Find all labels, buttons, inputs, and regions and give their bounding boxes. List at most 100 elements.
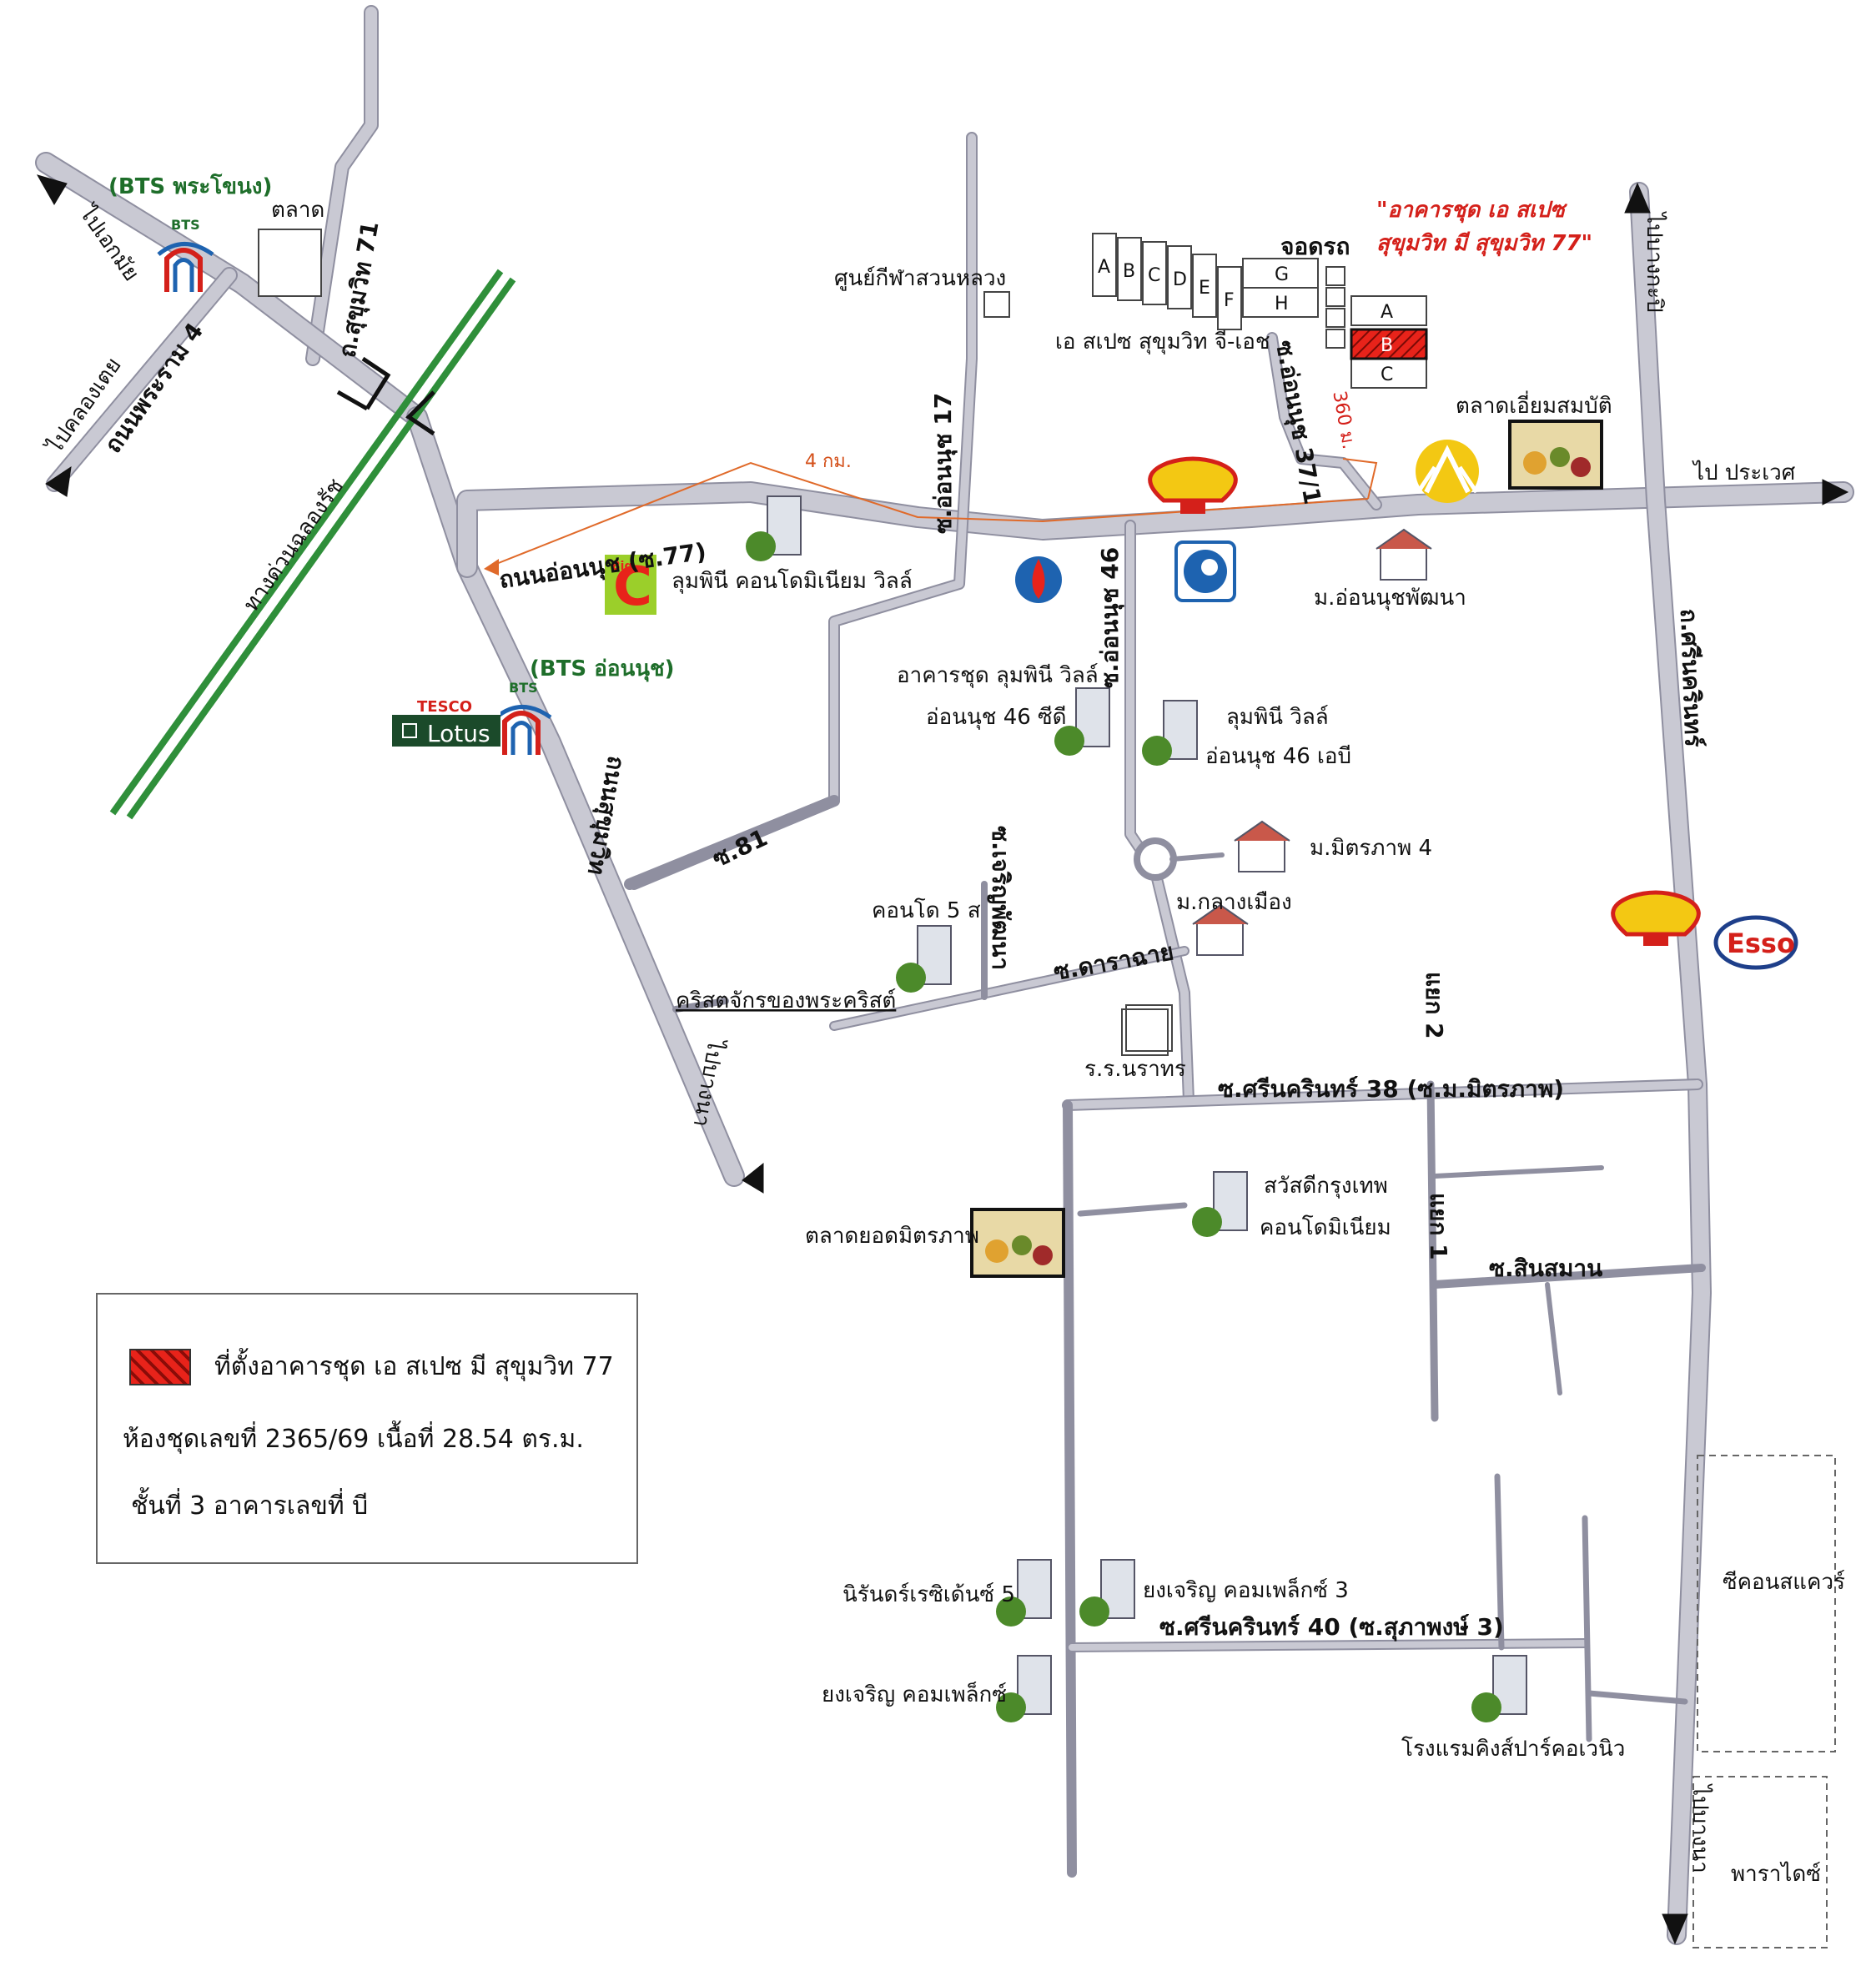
- lumpini-46cd-label-2: อ่อนนุช 46 ซีดี: [926, 705, 1067, 730]
- house-icon-klangmuang: [1192, 903, 1249, 956]
- bts-phrakhanong-label: (BTS พระโขนง): [108, 173, 272, 199]
- lumpini-46ab-label-1: ลุมพินี วิลล์: [1226, 705, 1329, 730]
- svg-text:C: C: [1148, 265, 1160, 286]
- market-box: [258, 229, 322, 297]
- bridge-marks: [336, 356, 435, 436]
- shell-logo-south: [1611, 890, 1701, 946]
- sports-center-label: ศูนย์กีฬาสวนหลวง: [834, 266, 1006, 291]
- condo-icon-kingspark: [1471, 1655, 1527, 1722]
- condo-icon-46ab: [1142, 700, 1198, 766]
- ptt-logo: [1015, 556, 1062, 603]
- mittraphap4-label: ม.มิตรภาพ 4: [1310, 836, 1432, 861]
- krungsri-logo: [1416, 440, 1479, 503]
- road-sukhumvit71-label: ถ.สุขุมวิท 71: [333, 219, 385, 360]
- srinakarin38-label: ซ.ศรีนครินทร์ 38 (ซ.ม.มิตรภาพ): [1218, 1075, 1564, 1103]
- condo-icon-sawasdee: [1192, 1171, 1248, 1237]
- kingspark-label: โรงแรมคิงส์ปาร์คอเวนิว: [1401, 1736, 1625, 1762]
- yaek1-label: แยก 1: [1425, 1193, 1452, 1260]
- svg-text:G: G: [1275, 264, 1289, 285]
- svg-text:B: B: [1123, 261, 1135, 282]
- lumpini-46ab-label-2: อ่อนนุช 46 เอบี: [1205, 744, 1351, 769]
- srinakarin40-label: ซ.ศรีนครินทร์ 40 (ซ.สุภาพงษ์ 3): [1159, 1613, 1504, 1642]
- road-church-link: [672, 998, 729, 1013]
- svg-text:Big: Big: [611, 560, 633, 573]
- condo-icon-yongcharoen3: [1079, 1559, 1135, 1627]
- market-label: ตลาด: [271, 198, 324, 223]
- onnut-phatthana-label: ม.อ่อนนุชพัฒนา: [1314, 586, 1466, 611]
- bank-logo: [1174, 541, 1236, 602]
- building-letters: A B C D E F G H A B C: [1098, 257, 1393, 385]
- distance-360m: 360 ม.: [1328, 390, 1359, 451]
- road-yaek2: [1426, 1080, 1439, 1422]
- svg-text:A: A: [1381, 302, 1393, 323]
- distance-4km: 4 กม.: [805, 451, 852, 472]
- project-name-line2: สุขุมวิท มี สุขุมวิท 77": [1376, 231, 1592, 257]
- to-bangkapi-label: ไปบางกะปิ: [1642, 211, 1667, 313]
- bts-logo-onnut: BTS: [495, 680, 552, 755]
- svg-text:A: A: [1098, 257, 1110, 278]
- route-arrow-left: [484, 559, 499, 576]
- expressway: [109, 269, 516, 820]
- parking-label: จอดรถ: [1280, 233, 1350, 260]
- svg-text:BTS: BTS: [171, 217, 200, 233]
- svg-text:Esso: Esso: [1727, 928, 1795, 959]
- direction-arrows: [36, 174, 1849, 1945]
- house-icon-onnut-phatthana: [1376, 528, 1432, 581]
- sawasdee-label-2: คอนโดมิเนียม: [1260, 1214, 1391, 1240]
- taladiam-label: ตลาดเอี่ยมสมบัติ: [1456, 390, 1612, 419]
- road-soi-sinsaman: [1431, 1264, 1706, 1289]
- sinsaman-label: ซ.สินสมาน: [1489, 1255, 1602, 1282]
- bts-logo-phrakhanong: BTS: [157, 217, 214, 292]
- darachai-label: ซ.ดาราฉาย: [1051, 938, 1175, 986]
- legend-box: ที่ตั้งอาคารชุด เอ สเปซ มี สุขุมวิท 77 ห…: [96, 1293, 638, 1564]
- to-bangna-right-label: ไปบางนา: [1687, 1783, 1713, 1873]
- condo-icon-yongcharoen: [996, 1655, 1052, 1722]
- house-icon-mittraphap4: [1234, 820, 1290, 872]
- road-soi81: [624, 795, 840, 890]
- legend-line3: ชั้นที่ 3 อาคารเลขที่ บี: [131, 1491, 369, 1521]
- legend-swatch: [129, 1349, 191, 1385]
- market-icon: [1508, 420, 1603, 490]
- sawasdee-label-1: สวัสดีกรุงเทพ: [1264, 1174, 1388, 1199]
- yod-market-icon: [970, 1208, 1065, 1278]
- svg-text:H: H: [1275, 294, 1289, 314]
- seacon-area: [1697, 1455, 1836, 1752]
- paradise-label: พาราไดซ์: [1731, 1861, 1821, 1887]
- condo-icon-lumpini: [746, 495, 802, 561]
- aspace-gh-label: เอ สเปซ สุขุมวิท จี-เอช: [1055, 329, 1270, 354]
- svg-text:B: B: [1381, 335, 1393, 356]
- shell-logo: [1148, 456, 1238, 514]
- onnut37-label: ซ.อ่อนนุช 37/1: [1270, 338, 1326, 506]
- legend-line1: ที่ตั้งอาคารชุด เอ สเปซ มี สุขุมวิท 77: [214, 1352, 614, 1381]
- roundabout: [1134, 837, 1177, 881]
- klangmuang-label: ม.กลางเมือง: [1176, 890, 1292, 915]
- tesco-lotus-logo: TESCO Lotus: [392, 696, 500, 747]
- building-cluster: [1092, 233, 1427, 389]
- condo5s-label: คอนโด 5 ส: [872, 898, 981, 923]
- expressway-label: ทางด่วนฉลองรัช: [239, 474, 349, 616]
- lumpini-villa-label: ลุมพินี คอนโดมิเนียม วิลล์: [671, 568, 913, 594]
- nirun5-label: นิรันดร์เรซิเด้นซ์ 5: [842, 1582, 1015, 1607]
- yongcharoen3-label: ยงเจริญ คอมเพล็กซ์ 3: [1143, 1576, 1349, 1603]
- svg-text:F: F: [1224, 290, 1235, 311]
- project-name-line1: "อาคารชุด เอ สเปซ: [1376, 198, 1567, 224]
- seacon-label: ซีคอนสแควร์: [1723, 1570, 1845, 1595]
- rama4-label: ถนนพระราม 4: [99, 318, 209, 458]
- soi81-label: ซ.81: [708, 823, 772, 872]
- legend-line2: ห้องชุดเลขที่ 2365/69 เนื้อที่ 28.54 ตร.…: [123, 1425, 584, 1454]
- srinakarin-label: ถ.ศรีนครินทร์: [1675, 608, 1708, 747]
- svg-text:D: D: [1173, 269, 1187, 290]
- school-box-shadow: [1121, 1008, 1169, 1056]
- target-building-b: [1350, 328, 1428, 360]
- yod-market-label: ตลาดยอดมิตรภาพ: [805, 1224, 979, 1249]
- condo-icon-nirun5: [996, 1559, 1052, 1627]
- road-west-vertical: [1063, 1100, 1077, 1878]
- bts-onnut-label: (BTS อ่อนนุช): [530, 656, 675, 682]
- svg-text:E: E: [1199, 278, 1210, 299]
- onnut46-label: ซ.อ่อนนุช 46: [1096, 547, 1124, 688]
- condo-icon-46cd: [1054, 687, 1110, 756]
- yongcharoen-label: ยงเจริญ คอมเพล็กซ์: [822, 1681, 1007, 1707]
- svg-text:Lotus: Lotus: [427, 720, 490, 747]
- yaek2-label: แยก 2: [1421, 972, 1448, 1039]
